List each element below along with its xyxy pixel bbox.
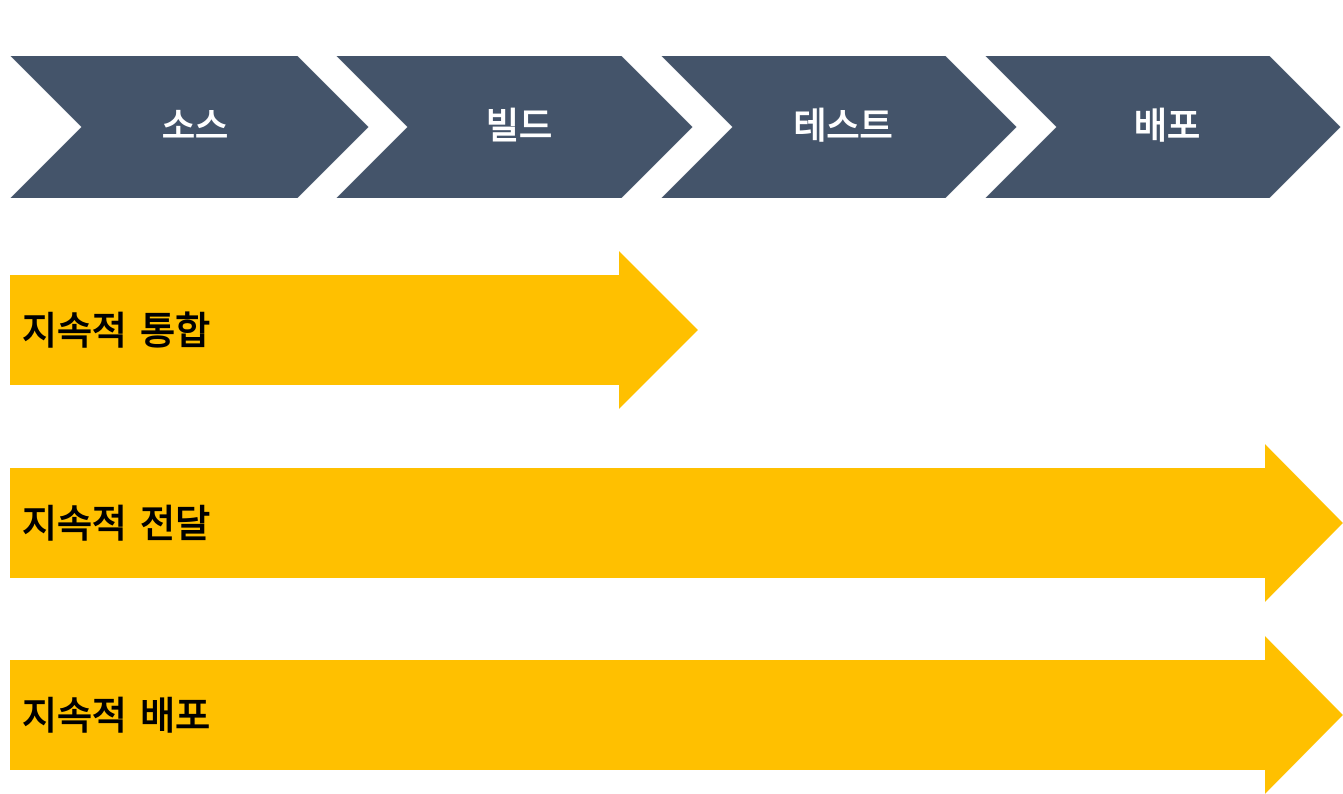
arrow-label-continuous-deployment: 지속적 배포 <box>22 694 210 738</box>
stage-label-build: 빌드 <box>486 106 552 147</box>
stage-chevron-build: 빌드 <box>331 54 696 200</box>
arrow-shape <box>10 251 698 409</box>
arrow-continuous-delivery: 지속적 전달 <box>10 444 1343 602</box>
stage-chevron-test: 테스트 <box>656 54 1020 200</box>
chevron-shape <box>331 54 696 200</box>
chevron-shape <box>5 54 372 200</box>
stage-label-test: 테스트 <box>793 106 892 147</box>
arrow-shape <box>10 444 1343 602</box>
stage-chevron-source: 소스 <box>5 54 372 200</box>
stage-label-source: 소스 <box>162 106 228 147</box>
arrow-continuous-deployment: 지속적 배포 <box>10 636 1343 794</box>
chevron-shape <box>656 54 1020 200</box>
arrow-label-continuous-integration: 지속적 통합 <box>22 309 210 353</box>
stage-label-deploy: 배포 <box>1134 106 1200 147</box>
arrow-continuous-integration: 지속적 통합 <box>10 251 698 409</box>
arrow-label-continuous-delivery: 지속적 전달 <box>22 502 210 546</box>
stage-chevron-deploy: 배포 <box>980 54 1343 200</box>
chevron-shape <box>980 54 1343 200</box>
arrow-shape <box>10 636 1343 794</box>
